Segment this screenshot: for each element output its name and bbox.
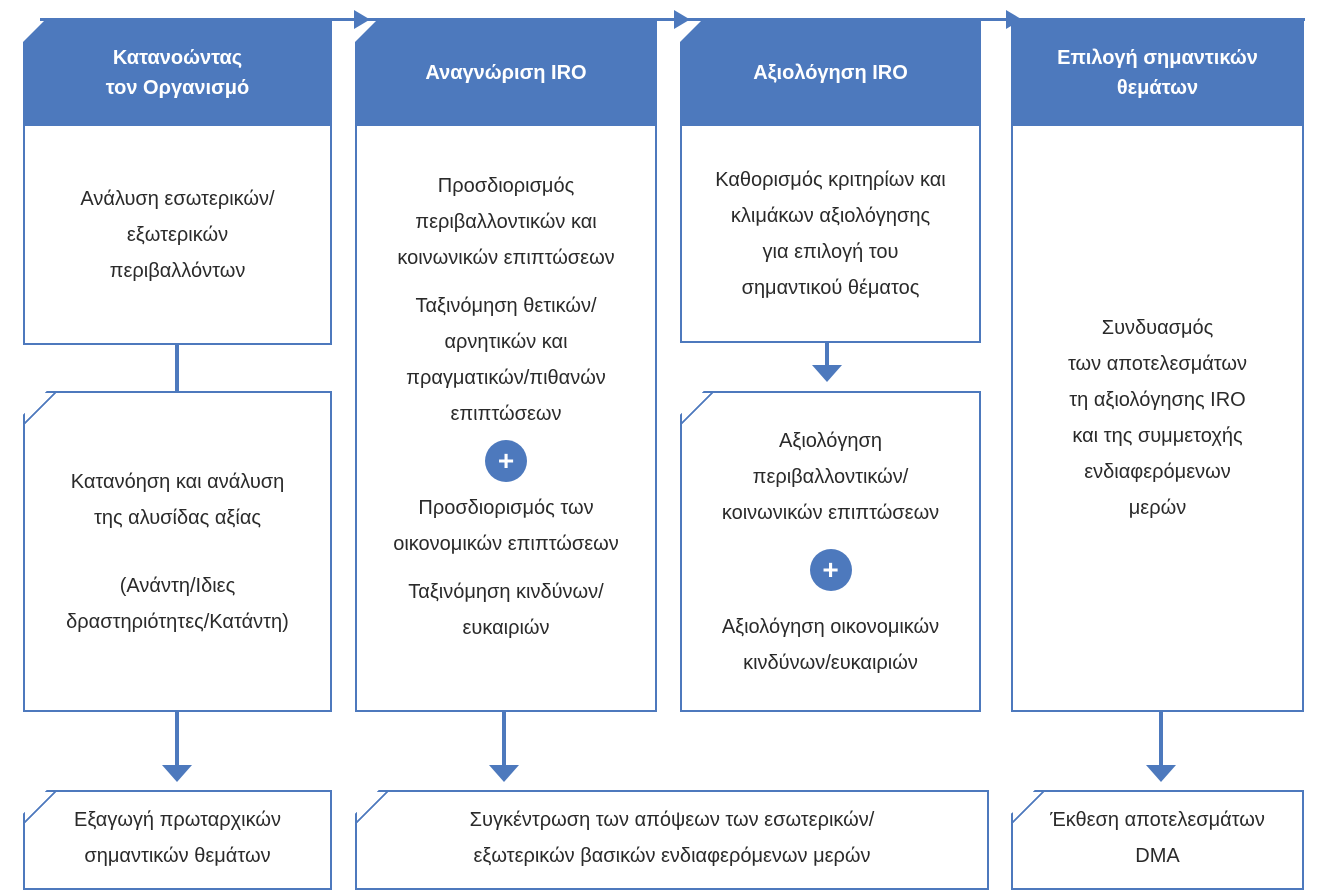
header-label: Αξιολόγηση IRO (753, 62, 908, 84)
step-risks-opportunities-classification: Ταξινόμηση κινδύνων/ ευκαιριών (408, 581, 604, 639)
box-text: Συγκέντρωση των απόψεων των εσωτερικών/ … (469, 809, 875, 867)
column-header-material-topics-selection: Επιλογή σημαντικών θεμάτων (1011, 20, 1304, 126)
step-impacts-classification: Ταξινόμηση θετικών/ αρνητικών και πραγμα… (406, 295, 606, 425)
column-header-iro-assessment: Αξιολόγηση IRO (680, 20, 981, 126)
box-text: Εξαγωγή πρωταρχικών σημαντικών θεμάτων (74, 809, 281, 867)
box-assessment-criteria: Καθορισμός κριτηρίων και κλιμάκων αξιολό… (680, 126, 981, 343)
box-text: Καθορισμός κριτηρίων και κλιμάκων αξιολό… (715, 168, 946, 299)
box-value-chain-analysis: Κατανόηση και ανάλυση της αλυσίδας αξίας… (23, 391, 332, 712)
box-text-secondary: (Ανάντη/Ιδιες δραστηριότητες/Κατάντη) (66, 574, 289, 633)
header-label: Επιλογή σημαντικών θεμάτων (1057, 47, 1258, 99)
column-header-understanding-organization: Κατανοώντας τον Οργανισμό (23, 20, 332, 126)
plus-icon: + (809, 548, 852, 591)
header-label: Αναγνώριση IRO (425, 62, 587, 84)
box-output-primary-topics: Εξαγωγή πρωταρχικών σημαντικών θεμάτων (23, 790, 332, 890)
box-impacts-risks-assessment: Αξιολόγηση περιβαλλοντικών/ κοινωνικών ε… (680, 391, 981, 712)
box-text: Ανάλυση εσωτερικών/ εξωτερικών περιβαλλό… (80, 187, 275, 282)
box-output-stakeholder-views: Συγκέντρωση των απόψεων των εσωτερικών/ … (355, 790, 989, 890)
box-text-secondary: Αξιολόγηση οικονομικών κινδύνων/ευκαιριώ… (721, 615, 940, 674)
box-iro-identification-steps: Προσδιορισμός περιβαλλοντικών και κοινων… (355, 126, 657, 712)
box-text: Συνδυασμός των αποτελεσμάτων τη αξιολόγη… (1067, 317, 1248, 519)
plus-icon: + (485, 440, 527, 482)
box-combined-results: Συνδυασμός των αποτελεσμάτων τη αξιολόγη… (1011, 126, 1304, 712)
step-financial-impacts: Προσδιορισμός των οικονομικών επιπτώσεων (393, 497, 619, 555)
box-text: Έκθεση αποτελεσμάτων DMA (1050, 809, 1265, 867)
step-impacts-identification: Προσδιορισμός περιβαλλοντικών και κοινων… (397, 175, 615, 269)
header-label: Κατανοώντας τον Οργανισμό (105, 47, 250, 99)
box-internal-external-analysis: Ανάλυση εσωτερικών/ εξωτερικών περιβαλλό… (23, 126, 332, 345)
column-header-iro-identification: Αναγνώριση IRO (355, 20, 657, 126)
box-text: Κατανόηση και ανάλυση της αλυσίδας αξίας (70, 470, 285, 529)
box-output-dma-report: Έκθεση αποτελεσμάτων DMA (1011, 790, 1304, 890)
box-text: Αξιολόγηση περιβαλλοντικών/ κοινωνικών ε… (721, 429, 940, 524)
